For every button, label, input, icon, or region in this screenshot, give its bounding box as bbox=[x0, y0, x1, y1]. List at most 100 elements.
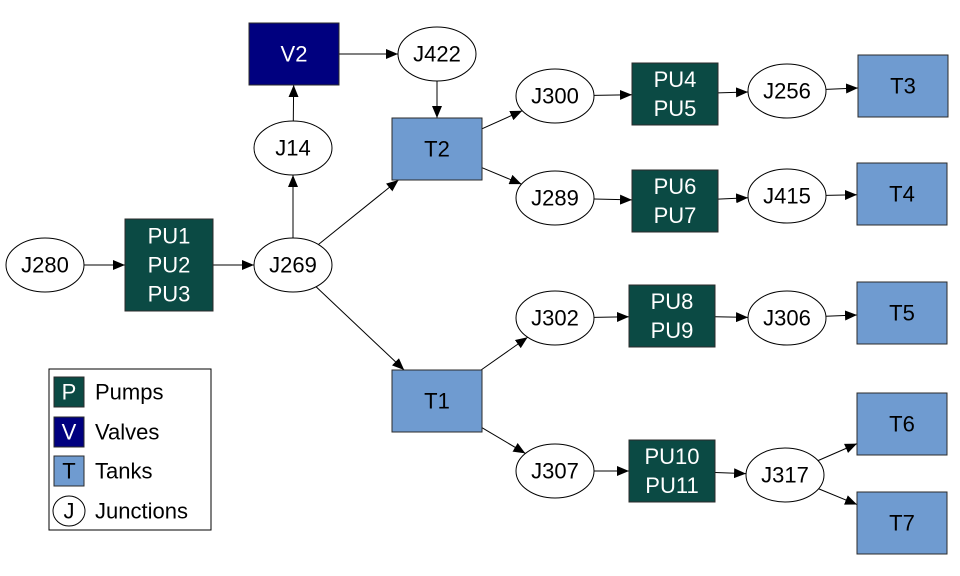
node-label: T1 bbox=[424, 389, 450, 414]
node-label: V2 bbox=[281, 42, 308, 67]
node-label: T2 bbox=[424, 137, 450, 162]
edge-j306-to-t5 bbox=[825, 310, 858, 321]
node-label: T7 bbox=[889, 511, 915, 536]
legend-label: Valves bbox=[95, 420, 159, 445]
node-label: J422 bbox=[413, 42, 461, 67]
edge-j256-to-t3 bbox=[825, 83, 859, 94]
node-junction-j289: J289 bbox=[515, 170, 595, 226]
node-label: J256 bbox=[763, 79, 811, 104]
junction-shape bbox=[515, 170, 595, 226]
tank-shape bbox=[856, 491, 948, 555]
node-label: PU3 bbox=[148, 282, 191, 307]
legend-swatch-junction bbox=[52, 495, 86, 527]
valve-shape bbox=[248, 22, 340, 86]
junction-shape bbox=[747, 290, 827, 346]
legend-label: Junctions bbox=[95, 499, 188, 524]
edge-t2-to-j300 bbox=[481, 110, 523, 130]
edge-t1-to-j302 bbox=[480, 336, 528, 371]
legend-glyph: T bbox=[62, 459, 75, 484]
node-tank-t3: T3 bbox=[857, 54, 949, 118]
node-label: J317 bbox=[761, 463, 809, 488]
edge-j269-to-t2 bbox=[318, 179, 399, 245]
node-label: PU8 bbox=[651, 289, 694, 314]
legend-item-junction: J Junctions bbox=[52, 495, 188, 527]
node-valve-v2: V2 bbox=[248, 22, 340, 86]
tank-shape bbox=[391, 117, 483, 181]
node-label: J14 bbox=[275, 136, 310, 161]
node-label: J269 bbox=[269, 253, 317, 278]
node-junction-j256: J256 bbox=[747, 63, 827, 119]
node-junction-j269: J269 bbox=[253, 237, 333, 293]
pump-shape bbox=[124, 218, 214, 312]
node-tank-t6: T6 bbox=[856, 392, 948, 456]
node-label: T4 bbox=[889, 182, 915, 207]
node-label: T6 bbox=[889, 412, 915, 437]
legend-item-pump: P Pumps bbox=[53, 376, 163, 408]
node-label: T5 bbox=[889, 301, 915, 326]
node-label: J289 bbox=[531, 186, 579, 211]
node-junction-j306: J306 bbox=[747, 290, 827, 346]
node-label: PU4 bbox=[654, 67, 697, 92]
node-label: J300 bbox=[531, 84, 579, 109]
node-label: J415 bbox=[763, 184, 811, 209]
legend-glyph: J bbox=[64, 499, 75, 524]
node-label: PU9 bbox=[651, 318, 694, 343]
node-label: PU2 bbox=[148, 253, 191, 278]
node-tank-t5: T5 bbox=[856, 281, 948, 345]
edge-j317-to-t7 bbox=[818, 488, 858, 506]
junction-shape bbox=[747, 168, 827, 224]
node-tank-t2: T2 bbox=[391, 117, 483, 181]
pump-shape bbox=[628, 284, 716, 348]
node-label: PU7 bbox=[654, 203, 697, 228]
node-label: PU1 bbox=[148, 224, 191, 249]
node-label: PU5 bbox=[654, 96, 697, 121]
legend-swatch-valve bbox=[53, 416, 85, 448]
legend-label: Tanks bbox=[95, 459, 152, 484]
legend-swatch-pump bbox=[53, 376, 85, 408]
edge-p45-to-j256 bbox=[717, 87, 749, 98]
legend-item-tank: T Tanks bbox=[53, 455, 152, 487]
legend-glyph: P bbox=[62, 380, 77, 405]
node-label: PU6 bbox=[654, 174, 697, 199]
node-tank-t7: T7 bbox=[856, 491, 948, 555]
node-junction-j415: J415 bbox=[747, 168, 827, 224]
edge-j300-to-p45 bbox=[593, 89, 633, 100]
junction-shape bbox=[397, 26, 477, 82]
edge-t2-to-j289 bbox=[481, 167, 522, 185]
node-junction-j422: J422 bbox=[397, 26, 477, 82]
junction-shape bbox=[5, 237, 85, 293]
edge-j269-to-t1 bbox=[315, 286, 405, 371]
node-label: J302 bbox=[531, 306, 579, 331]
edge-j317-to-t6 bbox=[817, 443, 858, 462]
pump-shape bbox=[628, 439, 716, 503]
legend-label: Pumps bbox=[95, 380, 163, 405]
edge-t1-to-j307 bbox=[481, 427, 526, 454]
node-label: PU11 bbox=[645, 473, 698, 498]
tank-shape bbox=[856, 162, 948, 226]
pump-shape bbox=[631, 169, 719, 233]
node-junction-j317: J317 bbox=[745, 447, 825, 503]
node-junction-j302: J302 bbox=[515, 290, 595, 346]
node-label: J307 bbox=[531, 459, 579, 484]
edges-layer bbox=[84, 49, 859, 506]
node-junction-j307: J307 bbox=[515, 443, 595, 499]
junction-shape bbox=[515, 290, 595, 346]
legend-swatch-tank bbox=[53, 455, 85, 487]
junction-shape bbox=[253, 237, 333, 293]
junction-shape bbox=[253, 120, 333, 176]
node-label: T3 bbox=[890, 74, 916, 99]
node-junction-j14: J14 bbox=[253, 120, 333, 176]
legend-glyph: V bbox=[62, 420, 77, 445]
node-junction-j300: J300 bbox=[515, 68, 595, 124]
node-label: PU10 bbox=[644, 444, 699, 469]
node-tank-t4: T4 bbox=[856, 162, 948, 226]
edge-j302-to-p89 bbox=[593, 311, 630, 322]
junction-shape bbox=[515, 68, 595, 124]
